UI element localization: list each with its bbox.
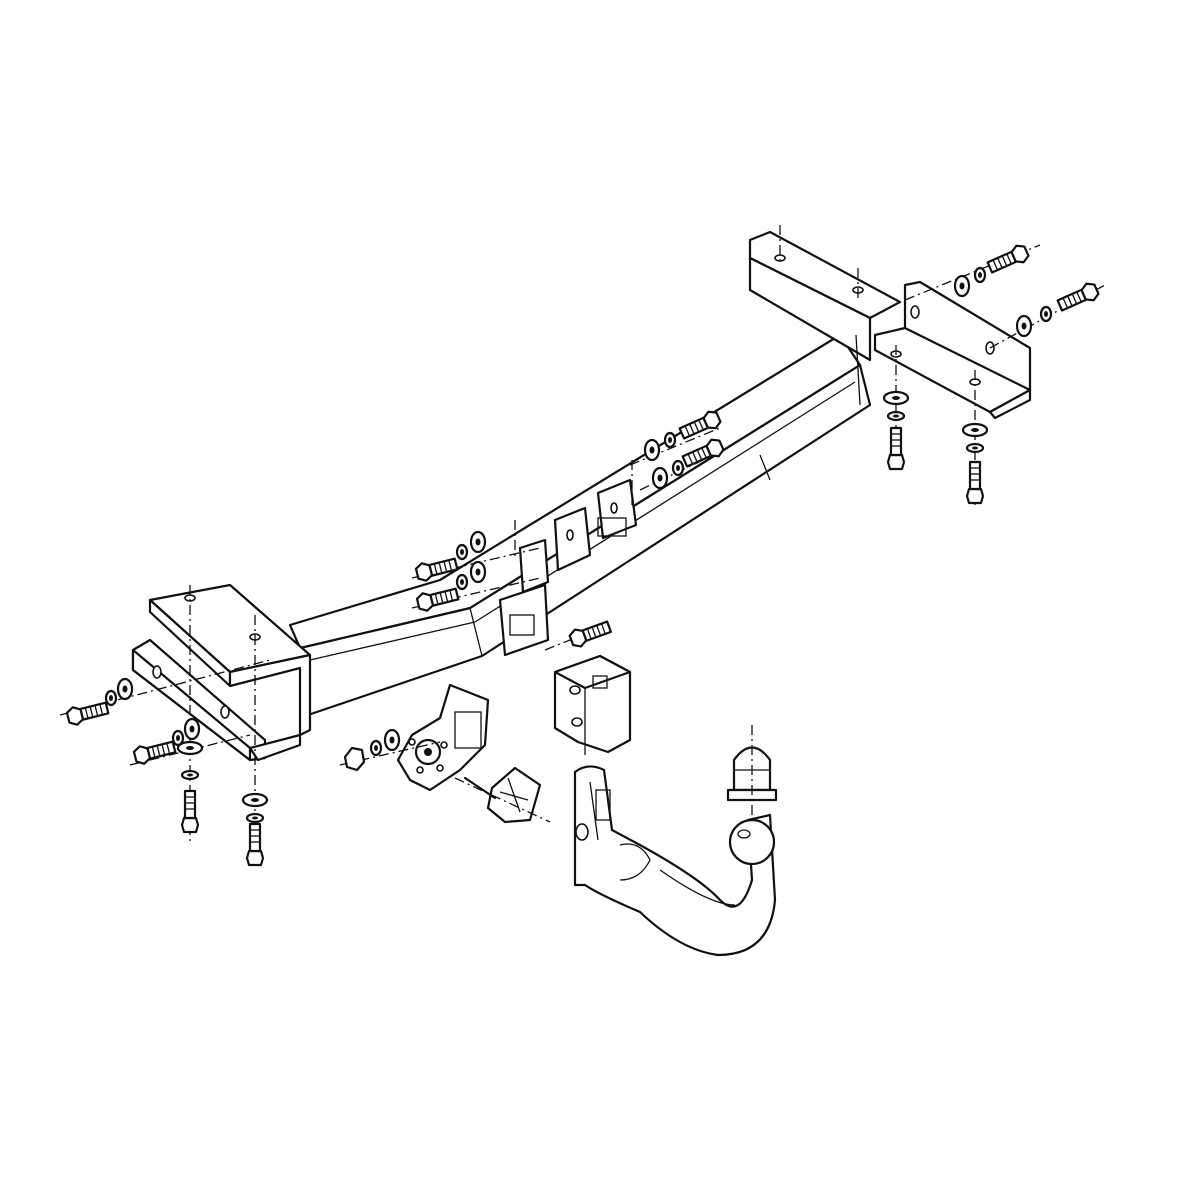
socket-plate	[396, 683, 490, 792]
right-lower-bracket	[873, 280, 1032, 420]
receiver-block	[553, 654, 632, 755]
middle-brackets	[498, 478, 638, 657]
left-vertical-bolt-2	[241, 792, 269, 867]
right-vertical-bolt-1	[882, 390, 910, 471]
tow-ball	[728, 818, 776, 866]
socket-nut-and-washers	[343, 728, 401, 772]
tow-ball-neck	[573, 765, 777, 957]
right-horizontal-bolt-upper	[953, 241, 1032, 298]
right-vertical-bolt-2	[961, 422, 989, 505]
receiver-bolt	[567, 617, 614, 650]
electrical-connector	[463, 766, 542, 824]
right-horizontal-bolt-lower	[1015, 279, 1102, 338]
left-horizontal-bolt-upper	[64, 677, 134, 728]
